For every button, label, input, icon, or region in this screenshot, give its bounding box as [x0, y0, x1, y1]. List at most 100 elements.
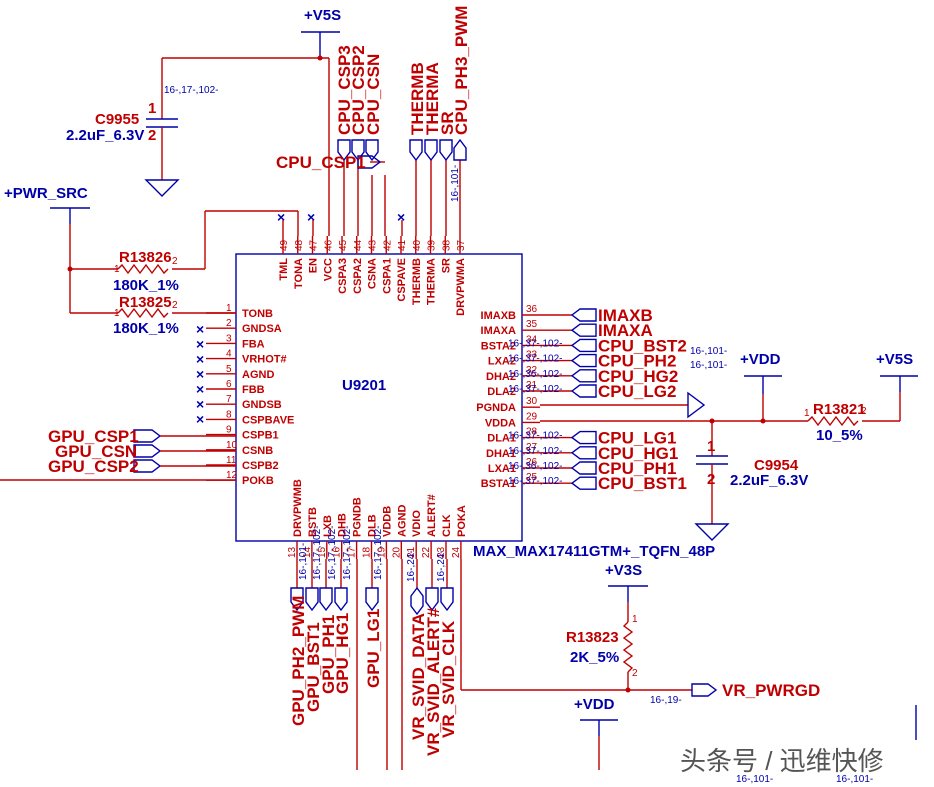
bottom-pin-18-number: 18: [362, 546, 373, 558]
xref-right-row: 16-,37-,102-: [508, 338, 562, 349]
xref-right-row: 16-,37-,102-: [508, 431, 562, 442]
net-gpu-bst1: GPU_BST1: [304, 622, 323, 712]
top-pin-40-number: 40: [412, 239, 423, 251]
net-vr-svid-alert: VR_SVID_ALERT#: [424, 607, 443, 756]
net-cpu-bst2: CPU_BST2: [598, 336, 687, 355]
net-gpu-lg1: GPU_LG1: [364, 609, 383, 688]
net-cpu-csn: CPU_CSN: [364, 54, 383, 135]
bottom-pin-13-name: DRVPWMB: [292, 479, 304, 537]
xref-bottom-19: 16-,17-,102-: [373, 526, 384, 580]
right-pin-25-name: BSTA1: [481, 478, 516, 490]
net-cpu-hg1: CPU_HG1: [598, 444, 678, 463]
gpu-hg1-port: [334, 587, 348, 612]
net-vr-svid-data: VR_SVID_DATA: [409, 613, 428, 740]
vr-svid-alert-port: [425, 587, 439, 612]
xref-right-row: 16-,36-,102-: [508, 461, 562, 472]
bottom-pin-14-number: 14: [302, 546, 313, 558]
top-pin-47-number: 47: [309, 239, 320, 251]
left-pin-10-name: CSNB: [242, 445, 273, 457]
port-cpu-ph2: [570, 353, 597, 368]
top-pin-37-name: DRVPWMA: [455, 258, 467, 316]
net-cpu-lg2: CPU_LG2: [598, 382, 676, 401]
port-imaxa: [570, 323, 597, 337]
bottom-pin-22-name: ALERT#: [426, 494, 438, 537]
net-imaxb: IMAXB: [598, 306, 653, 325]
r13823-p2: 2: [632, 668, 638, 679]
pwr-src-label: +PWR_SRC: [4, 185, 88, 202]
r13826-body: [117, 263, 169, 275]
nc-marker-5: ×: [196, 366, 204, 382]
left-pin-7-name: GNDSB: [242, 399, 282, 411]
right-pin-28-name: DLA1: [487, 433, 516, 445]
net-cpu-csp3: CPU_CSP3: [335, 45, 354, 135]
left-pin-9-number: 9: [226, 425, 232, 436]
vr-pwrgd-port: [691, 683, 718, 697]
xref-right-row: 16-,36-,102-: [508, 369, 562, 380]
top-pin-46-name: VCC: [322, 258, 334, 281]
net-cpu-hg2: CPU_HG2: [598, 367, 678, 386]
right-pin-32-number: 32: [526, 365, 538, 376]
port-cpu-hg2: [570, 369, 597, 383]
right-pin-33-number: 33: [526, 350, 538, 361]
left-pin-11-number: 11: [226, 455, 237, 466]
top-pin-42-name: CSPA1: [381, 258, 393, 294]
bottom-pin-23-number: 23: [436, 546, 447, 558]
right-pin-26-number: 26: [526, 457, 538, 468]
xref-bottom-21: 16-,24-: [406, 550, 417, 582]
r13826-ref: R13826: [119, 249, 172, 266]
top-pin-41-name: CSPAVE: [396, 258, 408, 302]
r13826-value: 180K_1%: [113, 277, 179, 294]
r13826-p2: 2: [172, 256, 178, 267]
bottom-pin-14-name: BSTB: [307, 507, 319, 537]
top-pin-43-number: 43: [368, 239, 379, 251]
bottom-pin-17-name: PGNDB: [352, 497, 364, 537]
left-pin-2-name: GNDSA: [242, 323, 282, 335]
top-pin-49-number: 49: [279, 239, 290, 251]
r13823-value: 2K_5%: [570, 649, 619, 666]
vdd-bottom-label: +VDD: [574, 696, 615, 713]
c9954-value: 2.2uF_6.3V: [730, 472, 808, 489]
net-sr: SR: [438, 111, 457, 135]
nc-marker-41: ×: [397, 209, 405, 225]
port-cpu-bst1: [570, 476, 597, 490]
therma-port: [424, 139, 438, 162]
right-pin-36-number: 36: [526, 304, 538, 315]
right-pin-28-number: 28: [526, 427, 538, 438]
net-cpu-bst1: CPU_BST1: [598, 474, 687, 493]
c9954-ref: C9954: [754, 457, 799, 474]
xref-right-row: 16-,37-,102-: [508, 354, 562, 365]
bottom-pin-23-name: CLK: [441, 514, 453, 537]
nc-marker-8: ×: [196, 411, 204, 427]
right-pin-27-name: DHA1: [486, 448, 516, 460]
cpu-ph3-pwm-port: [453, 138, 467, 161]
r13821-p2: 2: [861, 406, 867, 417]
thermb-port: [409, 139, 423, 162]
bottom-pin-22-number: 22: [421, 546, 432, 558]
top-pin-48-name: TONA: [293, 258, 305, 289]
bottom-pin-19-number: 19: [376, 546, 387, 558]
r13821-p1: 1: [804, 408, 810, 419]
vr-svid-data-port: [410, 586, 424, 616]
port-cpu-ph1: [570, 461, 597, 475]
net-cpu-lg1: CPU_LG1: [598, 429, 676, 448]
bottom-pin-15-name: LXB: [322, 515, 334, 537]
c9955-pin1: 1: [148, 100, 156, 117]
v5s-top-label: +V5S: [304, 7, 341, 24]
net-thermb: THERMB: [408, 62, 427, 135]
left-pin-6-name: FBB: [242, 384, 265, 396]
right-pin-35-name: IMAXA: [481, 325, 517, 337]
top-pin-44-number: 44: [353, 239, 364, 251]
bottom-pin-21-number: 21: [406, 546, 417, 558]
right-pin-29-number: 29: [526, 411, 538, 422]
left-pin-4-name: VRHOT#: [242, 354, 287, 366]
gpu-bst1-port: [305, 587, 319, 612]
top-pin-38-name: SR: [440, 258, 452, 273]
bottom-pin-19-name: VDDB: [381, 506, 393, 537]
left-pin-1-number: 1: [226, 303, 232, 314]
bottom-pin-20-number: 20: [391, 546, 402, 558]
vr-svid-clk-port: [440, 587, 454, 612]
right-pin-34-number: 34: [526, 334, 538, 345]
right-pin-31-name: DLA2: [487, 386, 516, 398]
port-cpu-hg1: [570, 446, 597, 460]
